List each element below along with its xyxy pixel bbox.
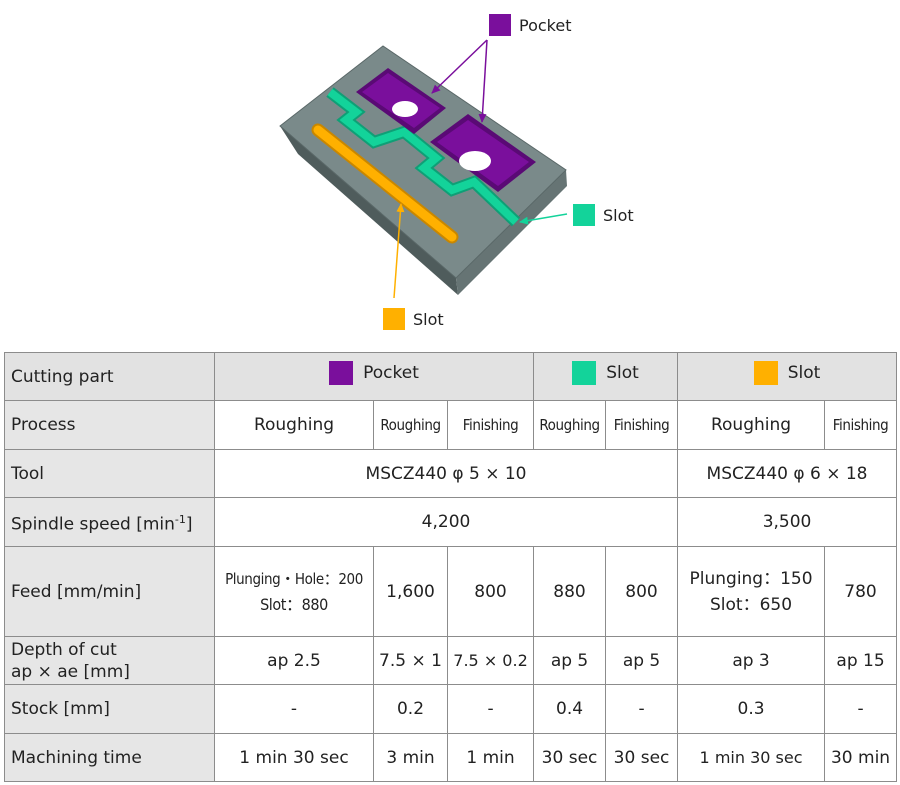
process-cell: Roughing: [373, 400, 448, 450]
pocket-1-hole: [392, 101, 418, 117]
row-stock: Stock [mm] - 0.2 - 0.4 - 0.3 -: [4, 684, 898, 734]
time-cell: 30 sec: [533, 733, 607, 782]
time-cell: 30 sec: [605, 733, 679, 782]
row-tool: Tool MSCZ440 φ 5 × 10 MSCZ440 φ 6 × 18: [4, 449, 898, 498]
feed-cell: 880: [533, 546, 607, 637]
feed-cell: 800: [446, 546, 535, 637]
header-slot-orange: Slot: [677, 352, 898, 401]
depth-cell: 7.5 × 0.2: [446, 636, 535, 685]
label-spindle-speed: Spindle speed [min-1]: [4, 497, 215, 547]
depth-cell: ap 3: [677, 636, 826, 685]
header-slot-green: Slot: [533, 352, 679, 401]
cutting-conditions-table: Cutting part Pocket Slot Slot Process Ro…: [4, 352, 898, 782]
row-process: Process Roughing Roughing Finishing Roug…: [4, 400, 898, 450]
process-cell: Finishing: [446, 400, 535, 450]
orange-slot-callout-label: Slot: [413, 309, 444, 329]
feed-line: Slot：650: [710, 594, 793, 615]
process-cell: Finishing: [605, 400, 679, 450]
depth-cell: 7.5 × 1: [373, 636, 448, 685]
header-slot-green-swatch: [572, 361, 597, 385]
row-cutting-part: Cutting part Pocket Slot Slot: [4, 352, 898, 401]
tool-cell: MSCZ440 φ 5 × 10: [213, 449, 679, 498]
stock-cell: -: [824, 684, 898, 734]
depth-cell: ap 15: [824, 636, 898, 685]
stock-cell: 0.3: [677, 684, 826, 734]
row-spindle-speed: Spindle speed [min-1] 4,200 3,500: [4, 497, 898, 547]
block-front-side: [456, 170, 567, 295]
depth-cell: ap 2.5: [214, 636, 374, 685]
green-slot-arrow: [519, 213, 568, 225]
label-machining-time: Machining time: [4, 733, 215, 782]
orange-slot-callout: Slot: [383, 308, 444, 330]
depth-cell: ap 5: [533, 636, 607, 685]
green-slot-color-swatch: [573, 204, 595, 226]
orange-slot-arrow: [393, 203, 405, 299]
time-cell: 1 min 30 sec: [677, 733, 826, 782]
pocket-callout-label: Pocket: [519, 15, 572, 35]
feed-line: Plunging・Hole：200: [225, 569, 363, 588]
pocket-callout: Pocket: [489, 14, 571, 36]
feed-cell: Plunging・Hole：200 Slot：880: [214, 546, 374, 637]
block-left-side: [280, 126, 458, 295]
label-spindle-sup: -1: [174, 512, 186, 526]
green-slot-floor: [327, 88, 519, 225]
label-spindle-end: ]: [185, 514, 193, 535]
feed-cell: Plunging：150 Slot：650: [677, 546, 826, 637]
label-spindle-text: Spindle speed [min: [11, 514, 175, 535]
label-depth-line: Depth of cut: [11, 639, 117, 660]
part-illustration: Pocket Slot Slot: [0, 0, 900, 340]
feed-line: Plunging：150: [689, 568, 813, 589]
orange-slot-color-swatch: [383, 308, 405, 330]
feed-cell: 780: [824, 546, 898, 637]
stock-cell: -: [214, 684, 374, 734]
time-cell: 1 min 30 sec: [214, 733, 374, 782]
row-feed: Feed [mm/min] Plunging・Hole：200 Slot：880…: [4, 546, 898, 637]
header-pocket-label: Pocket: [363, 363, 419, 383]
row-depth-of-cut: Depth of cut ap × ae [mm] ap 2.5 7.5 × 1…: [4, 636, 898, 685]
process-cell: Roughing: [533, 400, 607, 450]
feed-cell: 800: [605, 546, 679, 637]
label-depth-line: ap × ae [mm]: [11, 661, 130, 682]
label-stock: Stock [mm]: [4, 684, 215, 734]
process-cell: Roughing: [677, 400, 826, 450]
label-process: Process: [4, 400, 215, 450]
tool-cell: MSCZ440 φ 6 × 18: [677, 449, 898, 498]
pocket-arrow-2: [478, 39, 488, 123]
pocket-arrow-1: [431, 39, 488, 94]
label-depth-of-cut: Depth of cut ap × ae [mm]: [4, 636, 215, 685]
label-tool: Tool: [4, 449, 215, 498]
header-pocket-swatch: [329, 361, 354, 385]
depth-cell: ap 5: [605, 636, 679, 685]
label-feed: Feed [mm/min]: [4, 546, 215, 637]
stock-cell: -: [446, 684, 535, 734]
green-slot-callout: Slot: [573, 204, 634, 226]
time-cell: 1 min: [446, 733, 535, 782]
header-slot-orange-label: Slot: [787, 363, 821, 383]
green-slot-callout-label: Slot: [603, 205, 634, 225]
row-machining-time: Machining time 1 min 30 sec 3 min 1 min …: [4, 733, 898, 782]
orange-slot-floor: [313, 125, 457, 242]
time-cell: 3 min: [373, 733, 448, 782]
stock-cell: 0.2: [373, 684, 448, 734]
label-cutting-part: Cutting part: [4, 352, 215, 401]
header-slot-orange-swatch: [753, 361, 778, 385]
feed-cell: 1,600: [373, 546, 448, 637]
pocket-1-floor: [362, 73, 440, 128]
pocket-2-hole: [459, 151, 491, 171]
machined-block-drawing: [279, 39, 568, 299]
spindle-cell: 4,200: [213, 497, 679, 547]
spindle-cell: 3,500: [677, 497, 898, 547]
stock-cell: -: [605, 684, 679, 734]
header-pocket: Pocket: [213, 352, 535, 401]
process-cell: Finishing: [824, 400, 898, 450]
process-cell: Roughing: [214, 400, 374, 450]
header-slot-green-label: Slot: [606, 363, 639, 383]
feed-line: Slot：880: [260, 594, 328, 614]
time-cell: 30 min: [824, 733, 898, 782]
pocket-color-swatch: [489, 14, 511, 36]
stock-cell: 0.4: [533, 684, 607, 734]
